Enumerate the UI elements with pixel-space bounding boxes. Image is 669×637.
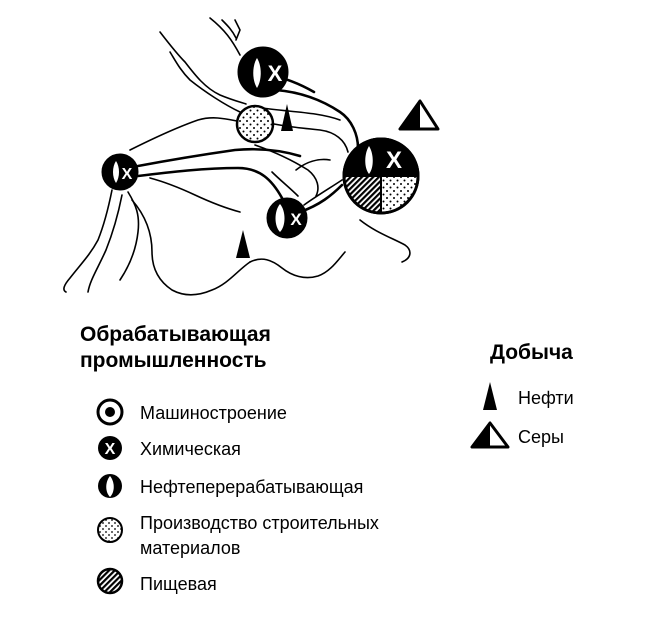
building-materials-icon	[97, 517, 123, 543]
legend-label-machine-building: Машиностроение	[140, 403, 287, 423]
legend-label-oil-extraction: Нефти	[518, 388, 574, 408]
oil-extraction-icon	[483, 382, 497, 410]
coastline	[63, 17, 411, 296]
oil-extraction-mark-1	[281, 104, 293, 131]
centre-chemical-refining-north: X	[237, 46, 289, 98]
centre-chemical-south: X	[266, 197, 308, 239]
sulfur-extraction-mark	[398, 99, 440, 131]
centre-large-mixed: X	[342, 137, 420, 215]
legend-manufacturing-title-line1: Обрабатывающая	[80, 323, 271, 346]
sulfur-extraction-icon	[470, 421, 510, 449]
legend-label-building-materials-line1: Производство строительных	[140, 513, 379, 533]
chemical-icon-mark: X	[105, 441, 116, 458]
legend-label-chemical: Химическая	[140, 439, 241, 459]
centre-building-materials	[235, 104, 275, 144]
legend-label-building-materials-line2: материалов	[140, 538, 241, 558]
chemical-mark-4: X	[290, 210, 302, 229]
legend-label-food-industry: Пищевая	[140, 574, 217, 594]
chemical-mark-3: X	[122, 166, 133, 183]
centre-chemical-west: X	[101, 153, 139, 191]
chemical-icon: X	[98, 436, 122, 460]
machine-building-icon	[96, 398, 124, 426]
legend-label-sulfur-extraction: Серы	[518, 427, 564, 447]
oil-refining-icon	[98, 474, 122, 498]
chemical-mark-2: X	[386, 147, 402, 174]
legend-label-oil-refining: Нефтеперерабатывающая	[140, 477, 364, 497]
legend-extraction-title: Добыча	[490, 341, 573, 364]
oil-extraction-mark-2	[236, 230, 250, 258]
legend-manufacturing-title-line2: промышленность	[80, 349, 267, 372]
chemical-mark-1: X	[268, 61, 283, 86]
food-industry-icon	[96, 567, 124, 595]
